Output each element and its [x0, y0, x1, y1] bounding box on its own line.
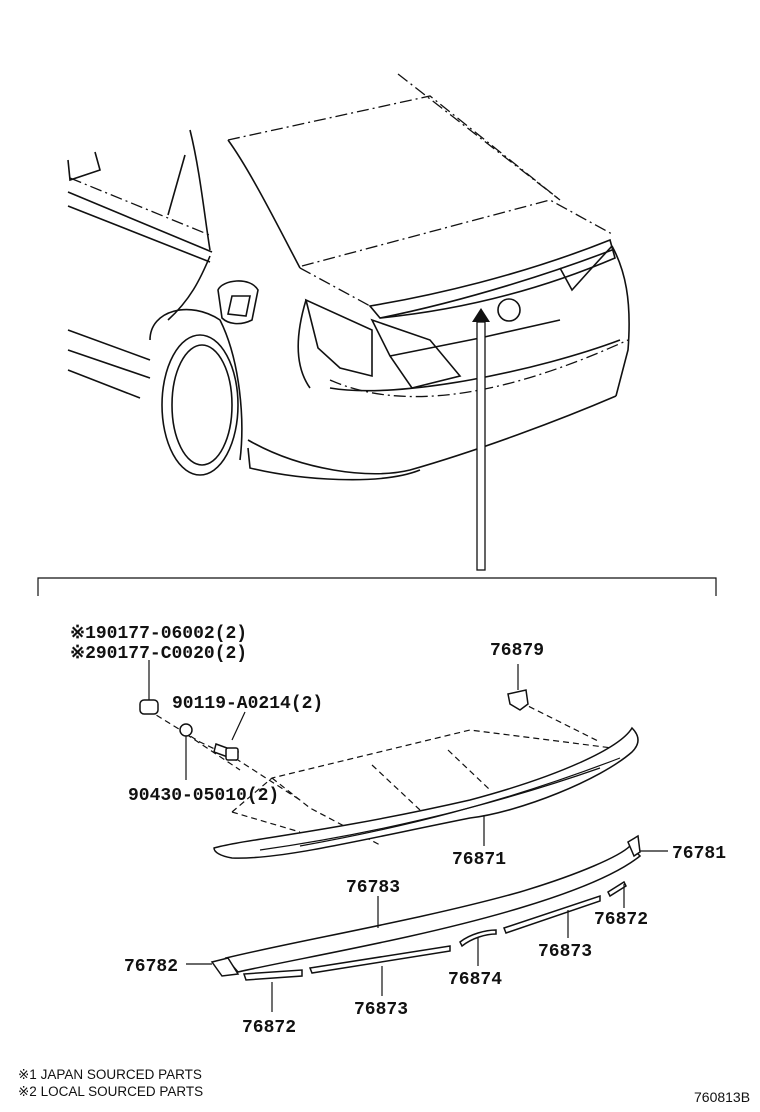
label-bolt-japan: ※190177-06002(2): [70, 624, 247, 644]
nut-icon: [139, 660, 159, 715]
tape-parts: [242, 880, 627, 1012]
label-stop-lamp-cover: 76781: [672, 844, 726, 864]
label-screw: 90119-A0214(2): [172, 694, 323, 714]
label-spoiler: 76871: [452, 850, 506, 870]
label-tape-left-mid: 76873: [354, 1000, 408, 1020]
mounting-plane: [231, 729, 629, 813]
note-japan: ※1 JAPAN SOURCED PARTS: [18, 1067, 202, 1082]
car-rear-illustration: [67, 73, 630, 481]
clip-icon: [507, 664, 529, 711]
label-spoiler-center: 76783: [346, 878, 400, 898]
washer-icon: [179, 723, 193, 780]
label-tape-right-end: 76872: [594, 910, 648, 930]
label-washer: 90430-05010(2): [128, 786, 279, 806]
note-local: ※2 LOCAL SOURCED PARTS: [18, 1084, 203, 1099]
label-spoiler-left-end: 76782: [124, 957, 178, 977]
garnish-part: [186, 834, 668, 977]
label-tape-center: 76874: [448, 970, 502, 990]
label-clip: 76879: [490, 641, 544, 661]
callout-arrow: [472, 308, 490, 571]
label-bolt-local: ※290177-C0020(2): [70, 644, 247, 664]
label-tape-left-end: 76872: [242, 1018, 296, 1038]
spoiler-part: [213, 726, 639, 859]
screw-icon: [213, 711, 246, 761]
diagram-code: 760813B: [694, 1089, 750, 1105]
detail-bracket: [37, 577, 717, 596]
label-tape-right-mid: 76873: [538, 942, 592, 962]
